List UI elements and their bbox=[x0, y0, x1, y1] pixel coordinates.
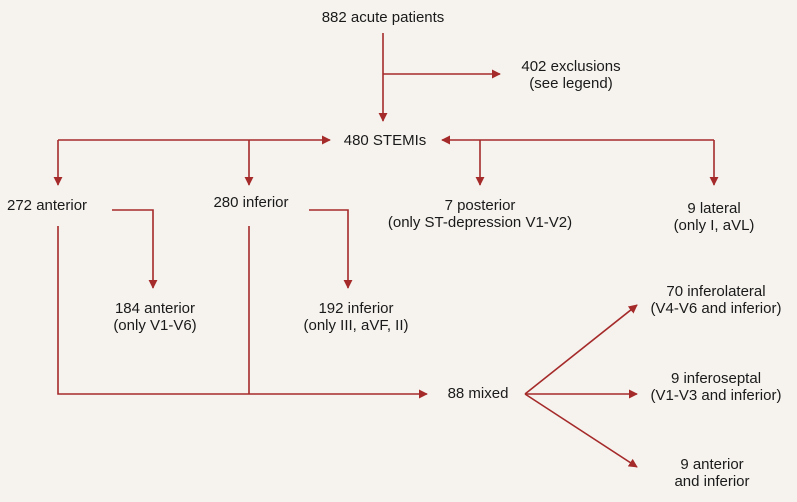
node-inferolateral: 70 inferolateral (V4-V6 and inferior) bbox=[637, 283, 795, 317]
node-exclusions-label: 402 exclusions bbox=[521, 58, 621, 75]
node-lateral-label: 9 lateral bbox=[687, 200, 741, 217]
arrow-anterior-to-mixed bbox=[57, 226, 428, 399]
node-anterior-inferior-label: 9 anterior bbox=[680, 456, 744, 473]
node-anterior-only: 184 anterior (only V1-V6) bbox=[95, 300, 215, 334]
node-exclusions: 402 exclusions (see legend) bbox=[500, 58, 642, 92]
node-anterior-label: 272 anterior bbox=[7, 197, 88, 214]
node-anterior-only-label: 184 anterior bbox=[114, 300, 196, 317]
node-inferoseptal-note: (V1-V3 and inferior) bbox=[650, 387, 782, 404]
arrow-to-anterior-inferior bbox=[524, 393, 638, 468]
node-inferior: 280 inferior bbox=[195, 194, 307, 211]
node-anterior-only-note: (only V1-V6) bbox=[113, 317, 197, 334]
node-inferior-label: 280 inferior bbox=[213, 194, 289, 211]
node-acute-patients-label: 882 acute patients bbox=[321, 9, 445, 26]
arrow-to-anterior-only bbox=[112, 209, 158, 289]
node-posterior-label: 7 posterior bbox=[444, 197, 516, 214]
node-inferolateral-label: 70 inferolateral bbox=[666, 283, 766, 300]
node-inferior-only-label: 192 inferior bbox=[318, 300, 394, 317]
node-anterior-inferior: 9 anterior and inferior bbox=[644, 456, 780, 490]
node-mixed: 88 mixed bbox=[430, 385, 526, 402]
node-acute-patients: 882 acute patients bbox=[290, 9, 476, 26]
arrow-to-inferior-only bbox=[309, 209, 353, 289]
node-inferior-only: 192 inferior (only III, aVF, II) bbox=[286, 300, 426, 334]
node-mixed-label: 88 mixed bbox=[447, 385, 509, 402]
node-lateral: 9 lateral (only I, aVL) bbox=[654, 200, 774, 234]
node-stemis: 480 STEMIs bbox=[330, 132, 440, 149]
node-posterior: 7 posterior (only ST-depression V1-V2) bbox=[372, 197, 588, 231]
node-anterior: 272 anterior bbox=[7, 197, 117, 214]
node-posterior-note: (only ST-depression V1-V2) bbox=[387, 214, 573, 231]
node-stemis-label: 480 STEMIs bbox=[343, 132, 427, 149]
node-anterior-inferior-note: and inferior bbox=[674, 473, 750, 490]
node-inferoseptal-label: 9 inferoseptal bbox=[670, 370, 762, 387]
node-exclusions-note: (see legend) bbox=[529, 75, 613, 92]
node-lateral-note: (only I, aVL) bbox=[673, 217, 755, 234]
node-inferior-only-note: (only III, aVF, II) bbox=[303, 317, 409, 334]
arrow-to-inferolateral bbox=[524, 304, 638, 395]
node-inferolateral-note: (V4-V6 and inferior) bbox=[650, 300, 782, 317]
node-inferoseptal: 9 inferoseptal (V1-V3 and inferior) bbox=[637, 370, 795, 404]
